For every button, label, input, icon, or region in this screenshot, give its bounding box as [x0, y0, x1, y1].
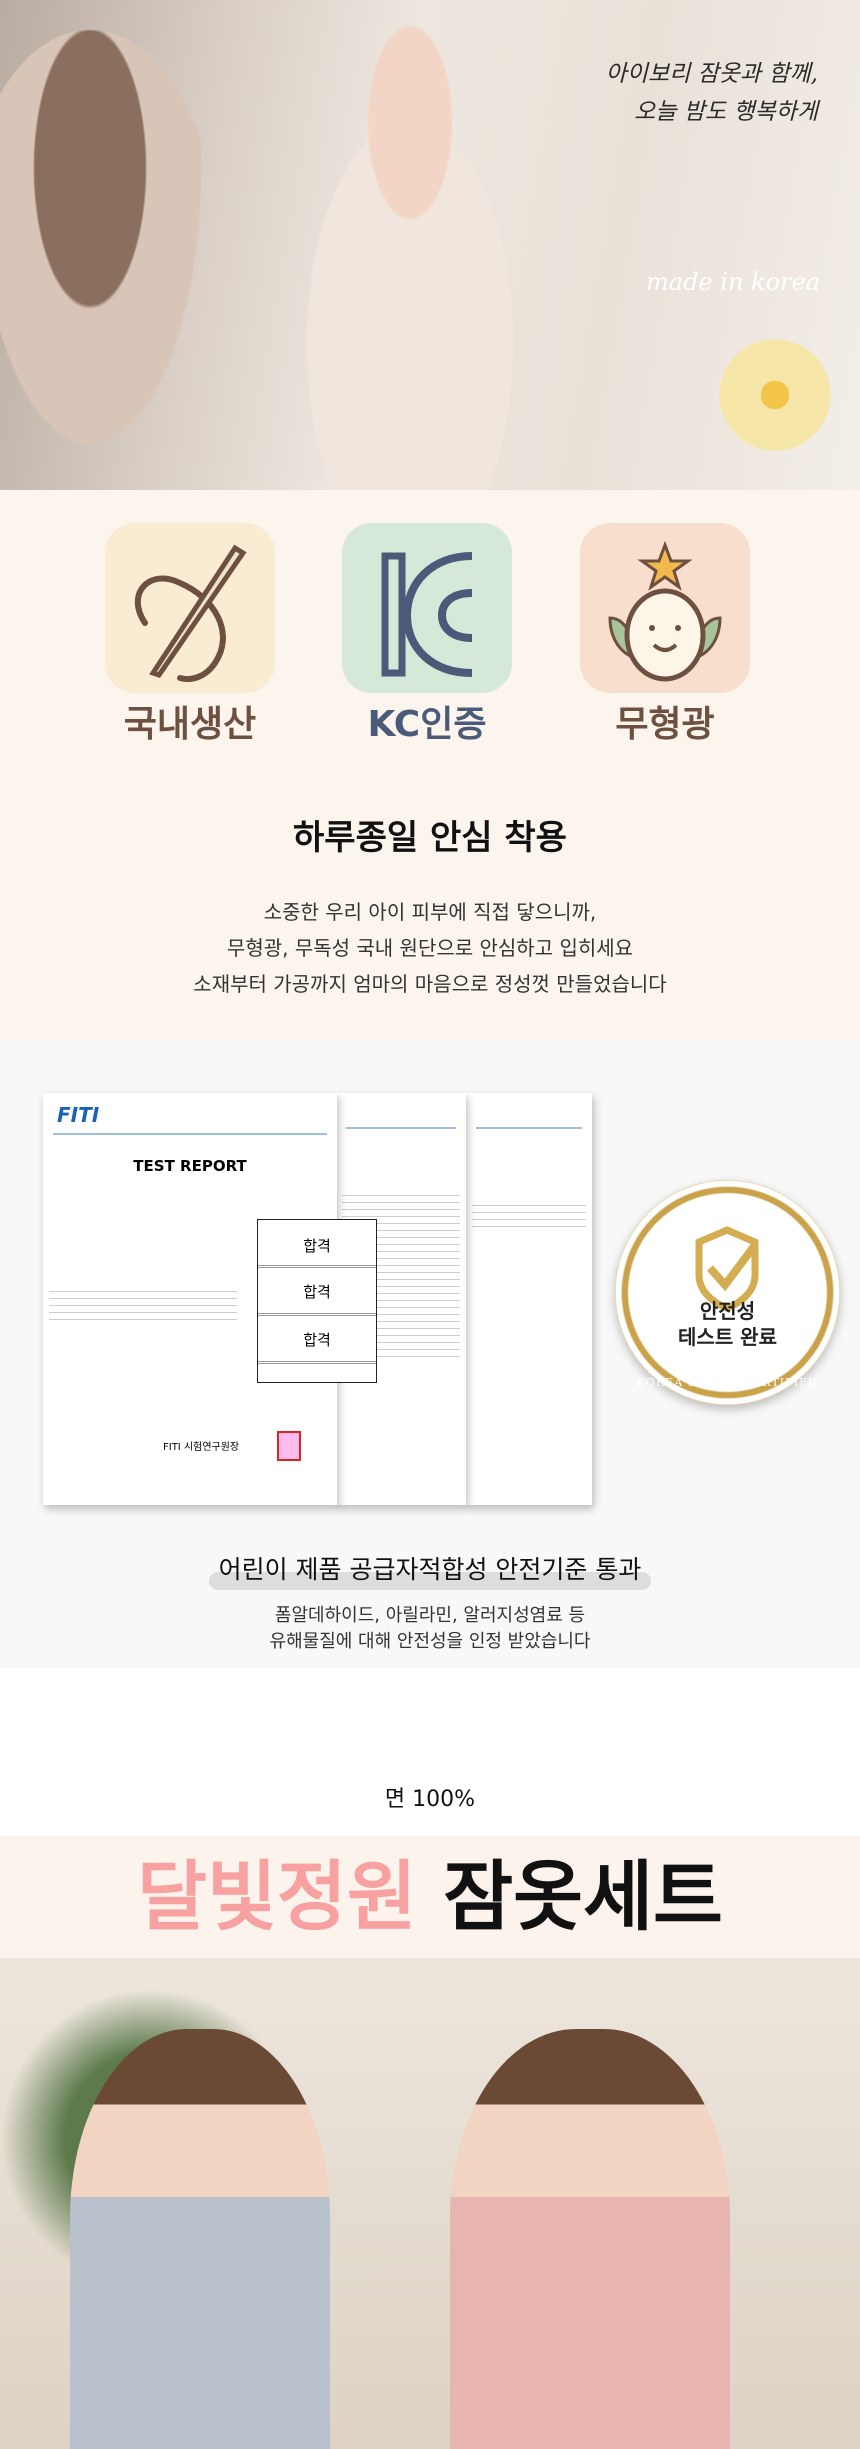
pass-result: 합격: [258, 1220, 376, 1268]
badge-line: 테스트 완료: [678, 1325, 777, 1349]
certification-section: FITI TEST REPORT FITI 시험연구원장 합격 합격 합격 안전…: [0, 1040, 860, 1668]
certification-description: 폼알데하이드, 아릴라민, 알러지성염료 등 유해물질에 대해 안전성을 인정 …: [0, 1603, 860, 1655]
feature-label-no-fluorescent: 무형광: [615, 704, 715, 745]
product-title-band: 달빛정원 잠옷세트: [0, 1836, 860, 1958]
description-line: 소중한 우리 아이 피부에 직접 닿으니까,: [263, 900, 597, 924]
heading-text: 하루종일 안심 착용: [293, 818, 567, 858]
pass-results-box: 합격 합격 합격: [257, 1219, 377, 1383]
tagline-line: 아이보리 잠옷과 함께,: [605, 61, 818, 87]
child-girl-image: [450, 2029, 730, 2449]
child-boy-image: [70, 2029, 330, 2449]
fiti-logo: FITI: [57, 1103, 100, 1127]
feature-label-domestic: 국내생산: [123, 704, 257, 745]
badge-ring-text: KOREA SAFETY CERTIFIED: [637, 1376, 818, 1389]
description-line: 무형광, 무독성 국내 원단으로 안심하고 입히세요: [226, 936, 634, 960]
feature-label-kc: KC인증: [367, 704, 487, 745]
flower-image: [710, 330, 840, 460]
made-in-korea-text: made in korea: [646, 268, 820, 296]
product-name-rest: 잠옷세트: [443, 1852, 723, 1941]
description-line: 유해물질에 대해 안전성을 인정 받았습니다: [269, 1631, 591, 1652]
product-name-accent: 달빛정원: [137, 1852, 417, 1941]
description-line: 소재부터 가공까지 엄마의 마음으로 정성껏 만들었습니다: [193, 972, 667, 996]
report-title: TEST REPORT: [133, 1157, 247, 1175]
hero-photo-child: [250, 0, 570, 490]
hero-photo-back-child: [0, 30, 220, 490]
smiley-sprout-icon: [580, 523, 750, 693]
features-section: 국내생산 KC인증 무형광 하루종일 안심 착용 소중한 우리 아이 피부에 직…: [0, 490, 860, 1040]
pass-result: 합격: [258, 1268, 376, 1316]
needle-thread-icon: [105, 523, 275, 693]
badge-line: 안전성: [699, 1299, 756, 1323]
features-description: 소중한 우리 아이 피부에 직접 닿으니까, 무형광, 무독성 국내 원단으로 …: [0, 894, 860, 1002]
hero-banner: 아이보리 잠옷과 함께, 오늘 밤도 행복하게 made in korea: [0, 0, 860, 490]
product-photo: [0, 1958, 860, 2449]
description-line: 폼알데하이드, 아릴라민, 알러지성염료 등: [274, 1605, 586, 1626]
material-text: 면 100%: [384, 1787, 476, 1812]
product-title: 달빛정원 잠옷세트: [0, 1836, 860, 1940]
features-heading: 하루종일 안심 착용: [279, 810, 581, 859]
seal-stamp: [277, 1431, 301, 1461]
tagline-line: 오늘 밤도 행복하게: [634, 99, 818, 125]
test-report-page-3: [466, 1093, 592, 1505]
material-section: 면 100%: [0, 1668, 860, 1836]
certification-heading: 어린이 제품 공급자적합성 안전기준 통과: [208, 1550, 652, 1590]
kc-mark-icon: [342, 523, 512, 693]
heading-text: 어린이 제품 공급자적합성 안전기준 통과: [218, 1555, 642, 1584]
institute-name: FITI 시험연구원장: [163, 1442, 240, 1453]
hero-tagline: 아이보리 잠옷과 함께, 오늘 밤도 행복하게: [606, 55, 818, 131]
shield-check-icon: [695, 1226, 759, 1312]
pass-result: 합격: [258, 1316, 376, 1364]
